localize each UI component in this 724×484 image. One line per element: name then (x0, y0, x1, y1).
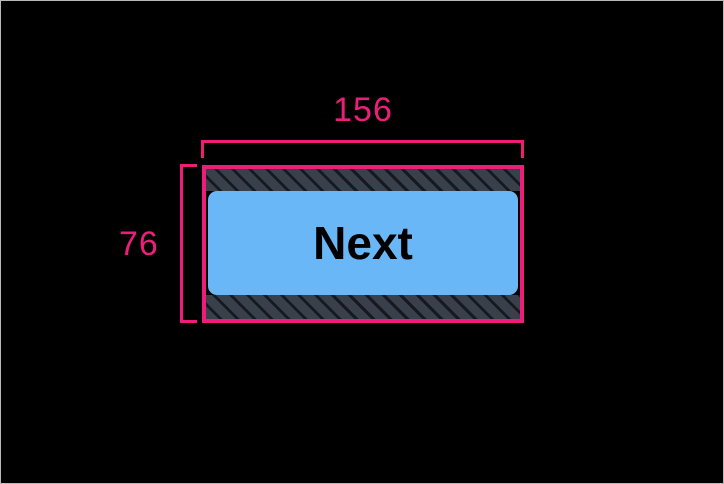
height-dimension-label: 76 (119, 225, 159, 263)
padding-band-top (206, 169, 520, 191)
next-button[interactable]: Next (208, 191, 518, 295)
padding-band-bottom (206, 295, 520, 319)
height-dimension-bracket (180, 164, 197, 323)
width-dimension-bracket (201, 140, 524, 158)
element-highlight-box[interactable]: Next (202, 165, 524, 323)
width-dimension-value: 156 (333, 91, 393, 129)
next-button-label: Next (313, 217, 413, 269)
